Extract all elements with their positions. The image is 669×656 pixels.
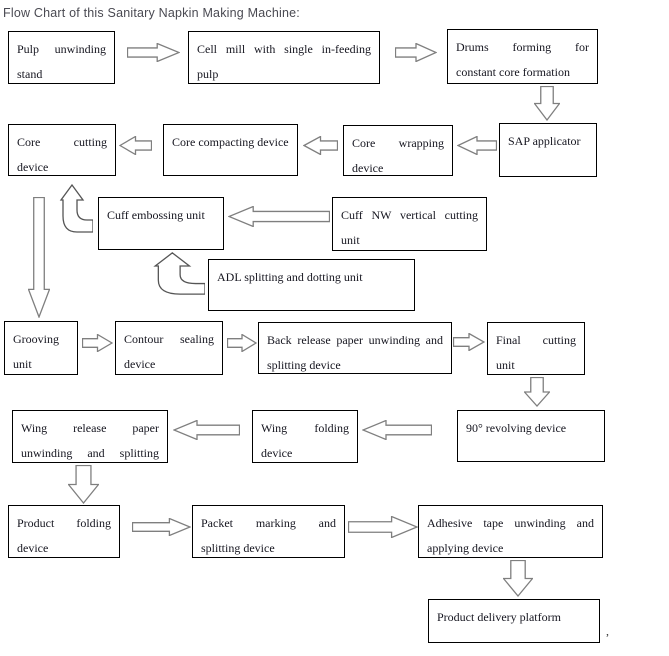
arrow-down-icon: [524, 377, 550, 407]
arrow-right-icon: [453, 333, 485, 351]
box-wing-folding: Wing folding device: [252, 410, 358, 463]
arrow-right-icon: [127, 43, 180, 62]
box-core-cutting: Core cutting device: [8, 124, 116, 176]
box-final-cutting: Final cutting unit: [487, 322, 585, 375]
box-packet-marking: Packet marking and splitting device: [192, 505, 345, 558]
arrow-right-icon: [348, 516, 418, 538]
page-title: Flow Chart of this Sanitary Napkin Makin…: [3, 6, 300, 20]
box-cuff-nw-cutting: Cuff NW vertical cutting unit: [332, 197, 487, 251]
box-cell-mill: Cell mill with single in-feeding pulp: [188, 31, 380, 84]
box-pulp-unwinding-stand: Pulp unwinding stand: [8, 31, 115, 84]
arrow-right-icon: [227, 334, 257, 352]
box-cuff-embossing: Cuff embossing unit: [98, 197, 224, 250]
arrow-left-icon: [119, 136, 152, 155]
box-drums-forming: Drums forming for constant core formatio…: [447, 29, 598, 84]
box-product-folding: Product folding device: [8, 505, 120, 558]
arrow-curved-up-icon: [57, 184, 93, 241]
box-90-revolving: 90° revolving device: [457, 410, 605, 462]
arrow-down-icon: [68, 465, 99, 504]
box-back-release-paper: Back release paper unwinding and splitti…: [258, 322, 452, 374]
trailing-punctuation: ,: [606, 624, 609, 638]
arrow-down-icon: [534, 86, 560, 121]
box-contour-sealing: Contour sealing device: [115, 321, 223, 375]
arrow-long-down-icon: [28, 197, 50, 318]
arrow-down-icon: [503, 560, 533, 597]
box-wing-release-paper: Wing release paper unwinding and splitti…: [12, 410, 168, 463]
box-core-wrapping: Core wrapping device: [343, 125, 453, 176]
arrow-right-icon: [395, 43, 437, 62]
box-adl-unit: ADL splitting and dotting unit: [208, 259, 415, 311]
box-sap-applicator: SAP applicator: [499, 123, 597, 177]
box-core-compacting: Core compacting device: [163, 124, 298, 176]
arrow-right-icon: [82, 334, 113, 352]
arrow-left-icon: [228, 206, 330, 227]
arrow-curved-up-icon: [149, 252, 205, 302]
arrow-left-icon: [457, 136, 497, 155]
arrow-left-icon: [362, 420, 432, 440]
arrow-right-icon: [132, 518, 191, 536]
arrow-left-icon: [173, 420, 240, 440]
box-adhesive-tape: Adhesive tape unwinding and applying dev…: [418, 505, 603, 558]
box-product-delivery: Product delivery platform: [428, 599, 600, 643]
arrow-left-icon: [303, 136, 338, 155]
box-grooving-unit: Grooving unit: [4, 321, 78, 375]
